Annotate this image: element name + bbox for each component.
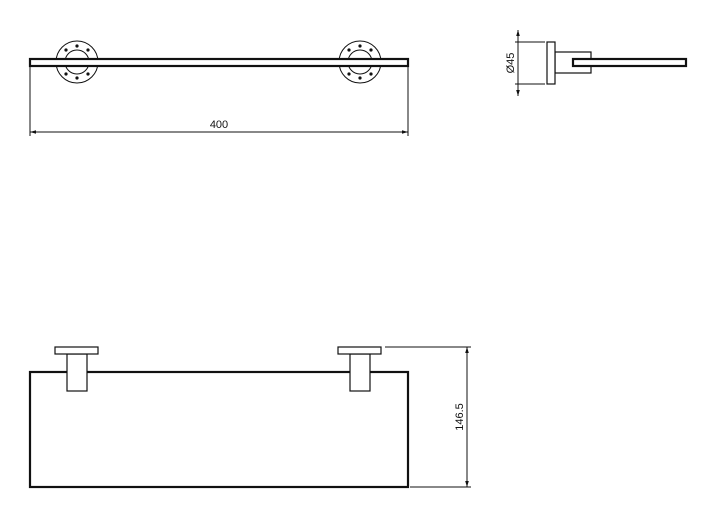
side-view: Ø45	[505, 30, 688, 96]
bracket-left	[54, 346, 99, 392]
wall-plate-side	[546, 41, 556, 85]
front-view: 146.5	[28, 346, 471, 489]
bracket-right	[337, 346, 382, 392]
diameter-dimension-label: Ø45	[505, 53, 517, 74]
top-view: 400	[28, 40, 410, 136]
height-dimension-label: 146.5	[454, 403, 466, 431]
glass-shelf-side	[571, 57, 688, 68]
glass-shelf-top	[28, 57, 410, 68]
width-dimension-label: 400	[210, 119, 228, 131]
glass-shelf-front	[28, 370, 410, 489]
